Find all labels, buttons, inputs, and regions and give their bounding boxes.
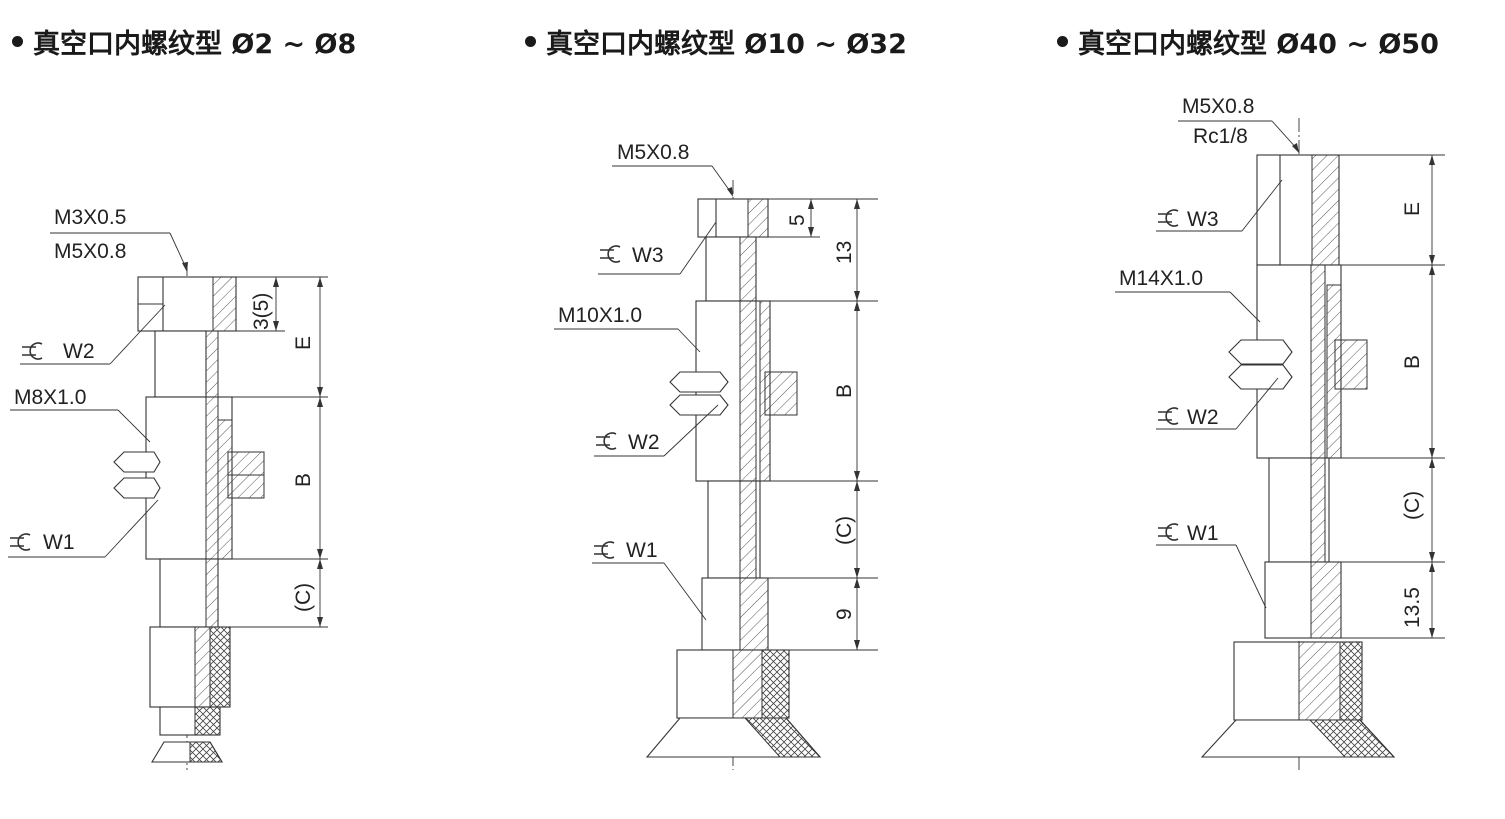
small-thread-top-1: M3X0.5: [54, 206, 126, 229]
bullet-icon: [525, 36, 536, 47]
wrench-icon: [1157, 523, 1179, 541]
wrench-icon: [599, 245, 621, 263]
small-dim-b: B: [292, 473, 315, 487]
small-dim-c: (C): [292, 583, 315, 612]
wrench-icon: [1157, 407, 1179, 425]
large-wrench-w2: W2: [1187, 406, 1219, 429]
medium-wrench-w2: W2: [628, 431, 660, 454]
large-wrench-w3: W3: [1187, 208, 1219, 231]
wrench-icon: [9, 533, 31, 551]
large-dim-e: E: [1401, 202, 1424, 216]
medium-wrench-w1: W1: [626, 539, 658, 562]
small-wrench-w1: W1: [43, 531, 75, 554]
heading-small-text: 真空口内螺纹型 Ø2 ~ Ø8: [33, 29, 357, 60]
wrench-icon: [21, 342, 43, 360]
wrench-icon: [593, 541, 615, 559]
medium-thread-body: M10X1.0: [558, 304, 642, 327]
wrench-icon: [1157, 209, 1179, 227]
medium-thread-top: M5X0.8: [617, 141, 689, 164]
large-dim-c: (C): [1401, 491, 1424, 520]
large-thread-top-1: M5X0.8: [1182, 95, 1254, 118]
small-dim-e: E: [292, 336, 315, 350]
heading-large-series: 真空口内螺纹型 Ø40 ~ Ø50: [1057, 22, 1439, 61]
small-dim-depth: 3(5): [250, 293, 273, 330]
medium-dim-c: (C): [833, 516, 856, 545]
heading-medium-text: 真空口内螺纹型 Ø10 ~ Ø32: [546, 29, 907, 60]
large-thread-top-2: Rc1/8: [1193, 125, 1248, 148]
wrench-icon: [595, 432, 617, 450]
large-dim-135: 13.5: [1401, 587, 1424, 628]
small-wrench-w2: W2: [63, 340, 95, 363]
bullet-icon: [1057, 36, 1068, 47]
large-dim-b: B: [1401, 355, 1424, 369]
medium-dim-9: 9: [833, 608, 856, 620]
heading-medium-series: 真空口内螺纹型 Ø10 ~ Ø32: [525, 22, 907, 61]
large-wrench-w1: W1: [1187, 522, 1219, 545]
drawing-small-series: 3(5) E B (C) M3X0.5 M5X0.8 W2 M8X1.0 W1: [8, 206, 328, 770]
bullet-icon: [12, 36, 23, 47]
small-thread-top-2: M5X0.8: [54, 240, 126, 263]
drawing-medium-series: 5 13 B (C) 9 M5X0.8 W3 M10X1.0 W2 W1: [554, 141, 878, 770]
small-thread-body: M8X1.0: [14, 386, 86, 409]
medium-dim-b: B: [833, 384, 856, 398]
medium-dim-13: 13: [833, 241, 856, 264]
drawing-large-series: E B (C) 13.5 M5X0.8 Rc1/8 W3 M14X1.0 W2 …: [1115, 95, 1445, 770]
heading-small-series: 真空口内螺纹型 Ø2 ~ Ø8: [12, 22, 356, 61]
medium-dim-5: 5: [786, 214, 809, 226]
large-thread-body: M14X1.0: [1119, 267, 1203, 290]
heading-large-text: 真空口内螺纹型 Ø40 ~ Ø50: [1078, 29, 1439, 60]
medium-wrench-w3: W3: [632, 244, 664, 267]
